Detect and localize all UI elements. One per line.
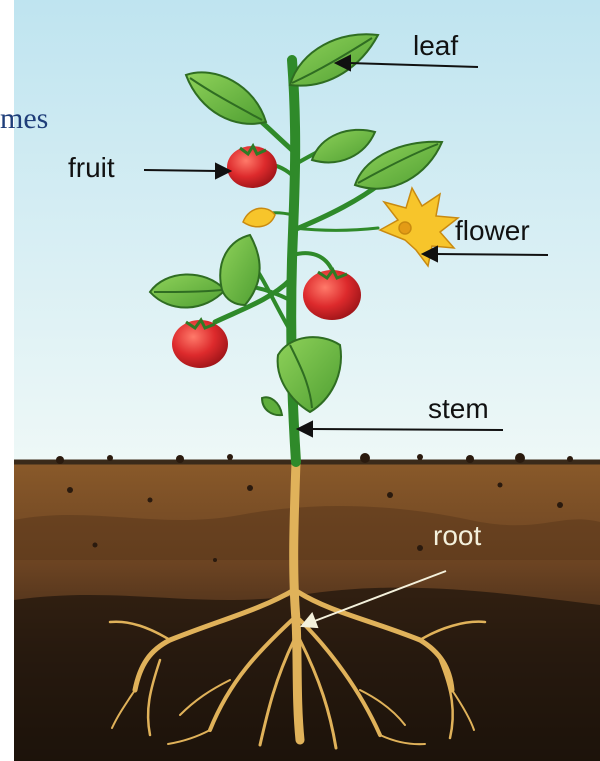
label-stem: stem	[428, 393, 489, 424]
label-root: root	[433, 520, 481, 551]
soil-layer-line	[14, 588, 600, 761]
fruit-right	[303, 270, 361, 320]
fruit-left	[172, 320, 228, 368]
label-fruit: fruit	[68, 152, 115, 183]
caption-fragment: mes	[0, 104, 48, 134]
fruit-top	[227, 146, 277, 188]
label-leaf: leaf	[413, 30, 458, 61]
label-flower: flower	[455, 215, 530, 246]
